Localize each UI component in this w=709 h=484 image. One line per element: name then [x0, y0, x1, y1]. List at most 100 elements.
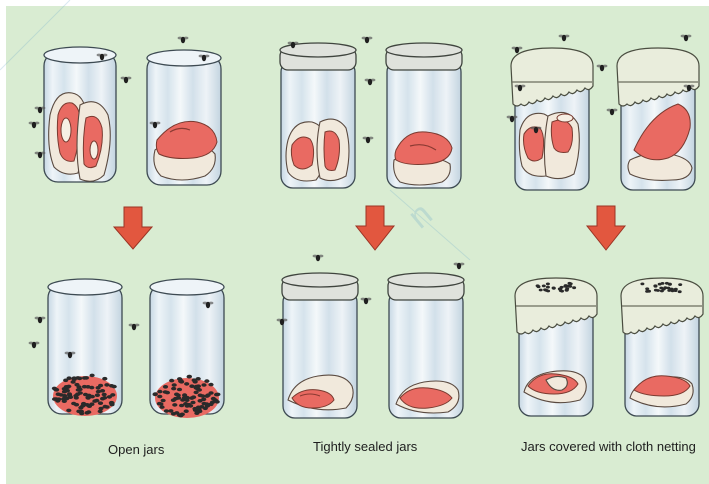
- maggot: [196, 406, 201, 410]
- meat-chunk: [49, 93, 111, 182]
- jar-rim: [150, 279, 224, 295]
- jar-sealed-bottom-right: [388, 273, 464, 418]
- jar-sealed-top-right: [386, 43, 462, 188]
- maggot: [172, 383, 177, 387]
- maggot: [203, 407, 208, 411]
- maggot: [198, 399, 203, 403]
- jar-cloth-top-left: [511, 48, 593, 190]
- maggot: [80, 404, 85, 408]
- jar-cloth-bottom-left: [515, 278, 597, 416]
- jar-open-bottom-right: [150, 279, 224, 418]
- jar-sealed-top-left: [280, 43, 356, 188]
- maggot: [71, 380, 76, 384]
- fly-egg: [678, 283, 682, 286]
- maggot: [95, 393, 100, 397]
- maggot: [173, 397, 178, 401]
- fly-egg: [666, 287, 670, 290]
- maggot: [178, 414, 183, 418]
- maggot: [172, 403, 177, 407]
- fly-egg: [569, 282, 573, 285]
- maggot: [85, 385, 90, 389]
- maggot: [109, 384, 114, 388]
- maggot: [174, 411, 179, 415]
- maggot: [98, 401, 103, 405]
- maggot: [107, 395, 112, 399]
- maggot: [171, 387, 176, 391]
- fly-egg: [546, 283, 550, 286]
- maggot: [187, 375, 192, 379]
- jar-cloth-top-right: [617, 48, 699, 190]
- fly-egg: [568, 285, 572, 288]
- maggot: [164, 409, 169, 413]
- maggot: [159, 405, 164, 409]
- fly-egg: [670, 288, 674, 291]
- maggot: [105, 405, 110, 409]
- caption-cloth-jars: Jars covered with cloth netting: [521, 439, 696, 454]
- maggot: [188, 404, 193, 408]
- maggot: [76, 388, 81, 392]
- fly-egg: [539, 289, 543, 292]
- maggot: [92, 399, 97, 403]
- maggot: [109, 401, 114, 405]
- maggot: [178, 380, 183, 384]
- fly-egg: [546, 286, 550, 289]
- maggot: [56, 392, 61, 396]
- maggot: [77, 377, 82, 381]
- maggot: [98, 384, 103, 388]
- jar-open-top-left: [44, 47, 116, 182]
- maggot: [100, 397, 105, 401]
- maggot: [86, 410, 91, 414]
- maggot: [177, 388, 182, 392]
- maggot: [104, 383, 109, 387]
- maggot: [184, 398, 189, 402]
- maggot: [184, 382, 189, 386]
- maggot: [89, 402, 94, 406]
- maggot: [190, 401, 195, 405]
- maggot: [163, 385, 168, 389]
- maggot: [63, 379, 68, 383]
- fly-egg: [660, 290, 664, 293]
- jar-rim: [147, 50, 221, 66]
- maggot: [208, 383, 213, 387]
- maggot: [211, 397, 216, 401]
- maggot: [102, 377, 107, 381]
- fly-egg: [537, 285, 541, 288]
- fly-egg: [542, 285, 546, 288]
- maggot: [157, 395, 162, 399]
- maggot: [183, 402, 188, 406]
- fly-egg: [661, 282, 665, 285]
- fly-egg: [546, 290, 550, 293]
- maggot: [194, 385, 199, 389]
- maggot: [79, 412, 84, 416]
- maggot: [169, 379, 174, 383]
- maggot: [184, 409, 189, 413]
- fly-egg: [565, 289, 569, 292]
- maggot: [191, 395, 196, 399]
- maggot: [90, 395, 95, 399]
- maggot: [198, 394, 203, 398]
- maggot: [66, 409, 71, 413]
- jar-lid-top: [386, 43, 462, 57]
- fly-egg: [653, 284, 657, 287]
- maggot: [215, 400, 220, 404]
- maggot: [163, 390, 168, 394]
- maggot: [161, 399, 166, 403]
- fly-egg: [564, 284, 568, 287]
- jar-open-bottom-left: [48, 279, 122, 416]
- maggot: [157, 390, 162, 394]
- meat-chunk: [286, 119, 349, 181]
- fly-egg: [560, 286, 564, 289]
- maggot: [182, 393, 187, 397]
- maggot: [214, 393, 219, 397]
- fly-egg: [678, 290, 682, 293]
- fly-egg: [668, 283, 672, 286]
- maggot: [100, 389, 105, 393]
- maggot: [62, 390, 67, 394]
- maggot: [74, 403, 79, 407]
- fly-egg: [647, 290, 651, 293]
- maggot: [201, 383, 206, 387]
- fly-egg: [645, 287, 649, 290]
- fly-egg: [656, 289, 660, 292]
